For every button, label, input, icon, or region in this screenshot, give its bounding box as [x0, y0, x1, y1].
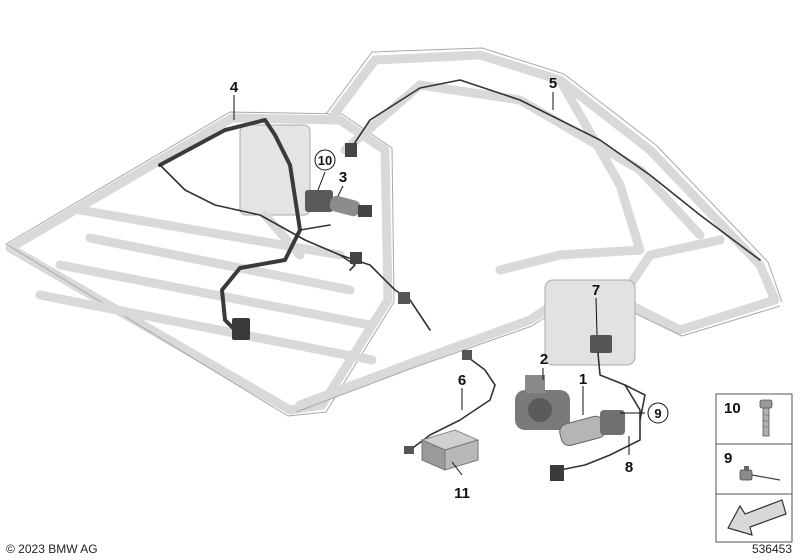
- wiring-harness-lower: [550, 352, 646, 481]
- callout-labels: 4 5 3 10 2 1 7 6 8 9 11: [230, 75, 669, 502]
- harness-plug: [398, 292, 410, 304]
- callout-9: 9: [654, 406, 661, 421]
- connector-icon: [739, 466, 781, 481]
- hydraulic-pump: [515, 375, 570, 430]
- callout-4: 4: [230, 79, 239, 96]
- copyright-text: © 2023 BMW AG: [6, 542, 98, 556]
- motor-small: [305, 190, 372, 217]
- legend-box-9: [715, 443, 793, 495]
- diagram-number: 536453: [752, 542, 792, 556]
- callout-11: 11: [454, 485, 470, 502]
- callout-3: 3: [339, 169, 347, 186]
- callout-1: 1: [579, 371, 587, 388]
- roof-frame: [5, 47, 783, 417]
- wiring-harness-left: [158, 118, 431, 340]
- legend-label-9: 9: [724, 450, 732, 467]
- leader-lines: [233, 92, 645, 476]
- callout-7: 7: [592, 282, 600, 299]
- wiring-harness-rail: [345, 79, 761, 261]
- callout-10: 10: [318, 153, 332, 168]
- legend-panel: 10 9: [715, 393, 793, 543]
- harness-connector: [232, 318, 250, 340]
- arrow-icon: [727, 499, 787, 536]
- cable-6: [404, 350, 496, 454]
- drive-motor: [559, 410, 625, 447]
- callout-6: 6: [458, 372, 466, 389]
- control-module: [590, 335, 612, 353]
- cover-box: [420, 429, 480, 471]
- callout-9-circle: [647, 402, 669, 424]
- legend-box-10: [715, 393, 793, 445]
- callout-5: 5: [549, 75, 557, 92]
- callout-2: 2: [540, 351, 548, 368]
- callout-10-circle: [314, 149, 336, 171]
- callout-8: 8: [625, 459, 633, 476]
- legend-label-10: 10: [724, 400, 741, 417]
- bolt-icon: [759, 399, 773, 437]
